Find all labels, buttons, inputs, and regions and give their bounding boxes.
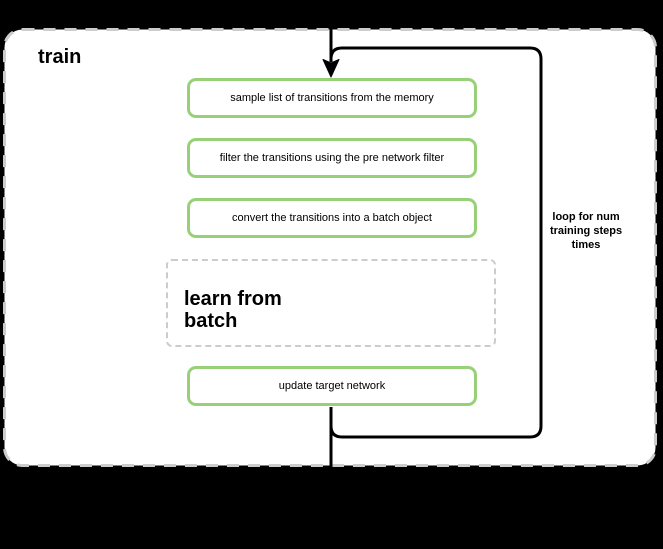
node-filter-transitions-label: filter the transitions using the pre net… [219, 151, 445, 164]
node-convert-batch: convert the transitions into a batch obj… [187, 198, 477, 238]
loop-annotation: loop for num training steps times [549, 211, 623, 251]
diagram-title: train [38, 46, 82, 68]
arrowhead-icon [322, 59, 340, 78]
node-learn-from-batch: learn from batch [166, 259, 496, 347]
node-filter-transitions: filter the transitions using the pre net… [187, 138, 477, 178]
loop-boundary [329, 46, 543, 439]
node-convert-batch-label: convert the transitions into a batch obj… [232, 211, 432, 224]
node-update-target-network: update target network [187, 366, 477, 406]
node-sample-transitions: sample list of transitions from the memo… [187, 78, 477, 118]
node-learn-from-batch-label: learn from batch [184, 288, 282, 332]
node-update-target-network-label: update target network [278, 379, 386, 392]
train-container-border [3, 28, 657, 467]
node-sample-transitions-label: sample list of transitions from the memo… [230, 91, 434, 104]
